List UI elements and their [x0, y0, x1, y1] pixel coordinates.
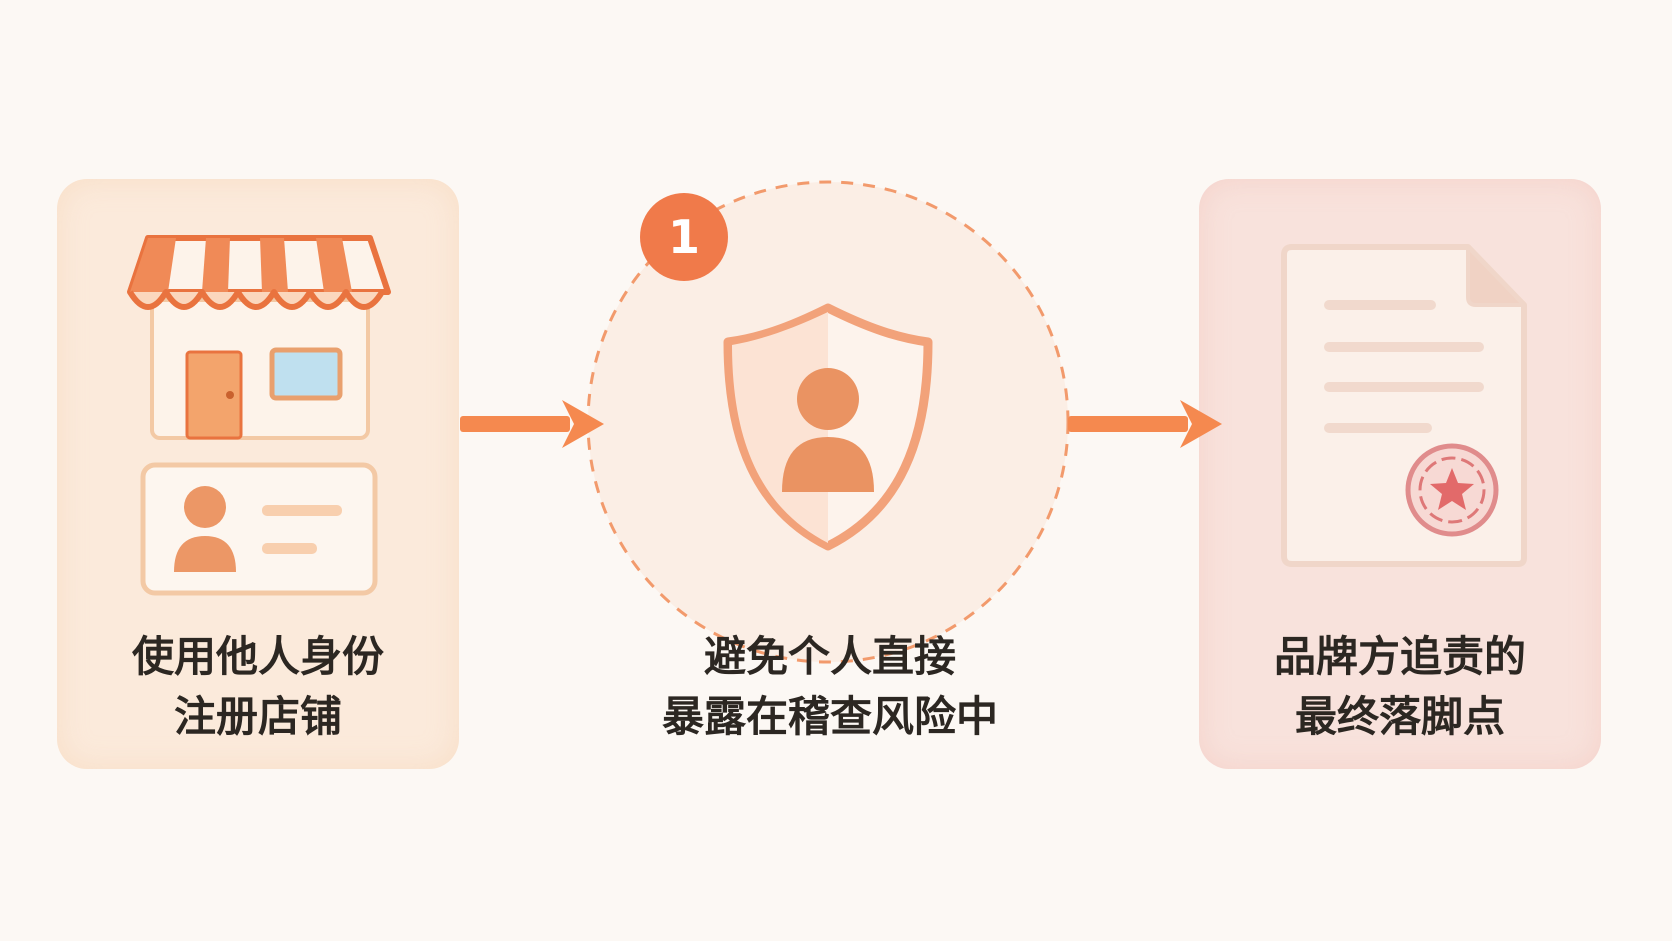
center-label: 避免个人直接 暴露在稽查风险中 — [560, 627, 1100, 747]
left-label-line1: 使用他人身份 — [131, 632, 384, 681]
right-label-line2: 最终落脚点 — [1294, 692, 1505, 741]
right-label-line1: 品牌方追责的 — [1273, 632, 1526, 681]
document-seal-icon — [1281, 244, 1527, 567]
shield-person-icon — [723, 303, 933, 551]
left-label-line2: 注册店铺 — [173, 692, 342, 741]
arrow-left-to-center — [460, 400, 604, 448]
storefront-icon — [127, 235, 391, 440]
step-number: 1 — [667, 210, 700, 264]
left-panel-label: 使用他人身份 注册店铺 — [57, 627, 459, 747]
id-card-icon — [140, 462, 378, 596]
arrow-center-to-right — [1068, 400, 1222, 448]
center-label-line1: 避免个人直接 — [703, 632, 956, 681]
right-panel-label: 品牌方追责的 最终落脚点 — [1199, 627, 1601, 747]
center-label-line2: 暴露在稽查风险中 — [661, 692, 998, 741]
step-badge — [640, 193, 728, 281]
